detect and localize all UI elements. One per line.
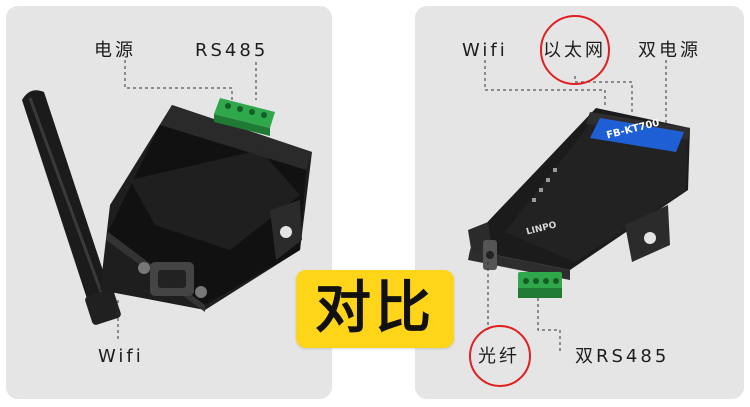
fiber-highlight-circle xyxy=(469,325,531,387)
comparison-badge: 对比 xyxy=(296,270,454,348)
label-rs485: RS485 xyxy=(195,40,269,61)
right-terminal-block xyxy=(518,272,562,298)
label-dual-rs485: 双RS485 xyxy=(575,346,670,367)
left-leader-lines xyxy=(117,60,257,342)
label-ethernet: 以太网 xyxy=(543,40,606,61)
label-power: 电源 xyxy=(94,40,136,61)
left-device-body xyxy=(100,105,312,312)
label-wifi-right: Wifi xyxy=(462,40,508,61)
comparison-text: 对比 xyxy=(315,276,435,341)
right-device-body xyxy=(468,108,690,280)
label-wifi-left: Wifi xyxy=(98,346,144,367)
right-leader-lines xyxy=(484,60,667,352)
wifi-antenna xyxy=(22,90,121,325)
label-dual-power: 双电源 xyxy=(638,40,701,61)
label-fiber: 光纤 xyxy=(478,346,520,367)
left-terminal-block xyxy=(214,98,275,136)
ethernet-highlight-circle xyxy=(540,15,610,85)
